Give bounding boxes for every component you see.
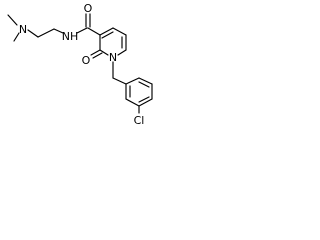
atom-label-o-ring: O xyxy=(82,54,91,67)
bond-ch2-ch2 xyxy=(37,28,55,38)
bond-methyl-2 xyxy=(13,32,20,42)
atom-label-n-ring: N xyxy=(109,51,117,64)
atom-label-n-dimethyl: N xyxy=(19,23,27,36)
bond-ring-c4-c5 xyxy=(112,27,127,36)
atom-label-o-carbonyl: O xyxy=(84,2,93,15)
bond-ring-n-c2 xyxy=(99,49,109,56)
atom-label-cl: Cl xyxy=(134,114,145,127)
bond-ph-2-inner xyxy=(138,81,150,88)
bond-ch2-nh xyxy=(53,28,64,34)
bond-ring-c6-n xyxy=(117,49,127,56)
bond-ch2-phenyl xyxy=(112,77,127,85)
chemical-structure: N NH O O N Cl xyxy=(7,2,153,127)
bond-ph-4-inner xyxy=(138,96,150,103)
bond-carbonyl-ring xyxy=(87,27,101,36)
bond-ring-c3-c4 xyxy=(99,27,114,36)
bond-ph-1 xyxy=(125,77,140,85)
bond-ring-c2-o-b xyxy=(92,52,103,59)
atom-label-nh: NH xyxy=(62,30,79,43)
bond-ring-c2-o-a xyxy=(90,49,101,56)
bond-ph-2 xyxy=(138,77,153,85)
bond-ph-5 xyxy=(125,98,140,107)
bond-ph-4 xyxy=(138,98,153,107)
bond-ring-c3-c4-inner xyxy=(101,31,114,39)
bond-nh-carbonyl xyxy=(76,27,88,34)
bond-methyl-1 xyxy=(7,14,18,26)
bond-n-ch2 xyxy=(27,29,39,38)
